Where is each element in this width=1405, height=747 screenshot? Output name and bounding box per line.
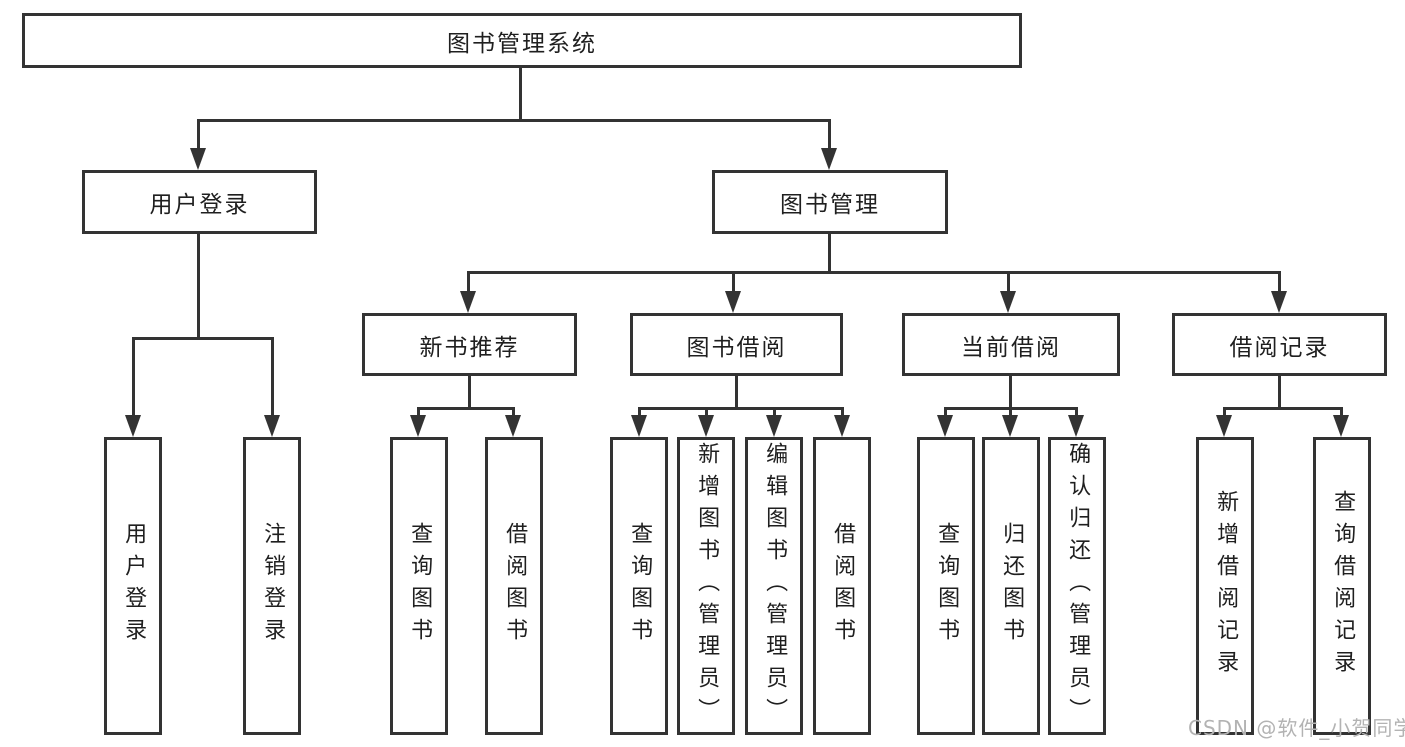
connector-group2-hbar (638, 407, 843, 410)
leaf-query-borrow-record-label: 查询借阅记录 (1330, 490, 1356, 682)
connector-drop-leaf (1075, 407, 1078, 419)
connector-drop-leaf (271, 337, 274, 417)
arrowhead-down (125, 415, 141, 437)
connector-drop-leaf (417, 407, 420, 419)
csdn-watermark: CSDN @软件_小贺同学 (1188, 716, 1405, 740)
arrowhead-down (1000, 291, 1016, 313)
connector-root-trunk (519, 68, 522, 119)
leaf-query-books-1: 查询图书 (390, 437, 448, 735)
connector-drop-leaf (638, 407, 641, 419)
connector-drop-leaf (705, 407, 708, 419)
node-current-borrowing-label: 当前借阅 (961, 334, 1061, 361)
connector-root-hbar (197, 119, 831, 122)
leaf-query-books-2: 查询图书 (610, 437, 668, 735)
connector-drop-leaf (944, 407, 947, 419)
arrowhead-down (937, 415, 953, 437)
node-borrow-records: 借阅记录 (1172, 313, 1387, 376)
connector-group4-trunk (1278, 376, 1281, 407)
connector-group1-trunk (468, 376, 471, 407)
connector-drop-leaf (773, 407, 776, 419)
connector-group1-hbar (417, 407, 515, 410)
connector-drop-group (1007, 271, 1010, 293)
arrowhead-down (190, 148, 206, 170)
leaf-return-books: 归还图书 (982, 437, 1040, 735)
connector-drop-leaf (1223, 407, 1226, 419)
leaf-edit-books-admin-label: 编辑图书（管理员） (762, 442, 788, 730)
connector-drop-group (467, 271, 470, 293)
leaf-add-books-admin: 新增图书（管理员） (677, 437, 735, 735)
arrowhead-down (1068, 415, 1084, 437)
arrowhead-down (698, 415, 714, 437)
connector-drop-leaf (132, 337, 135, 417)
leaf-query-books-3-label: 查询图书 (934, 522, 960, 650)
leaf-add-books-admin-label: 新增图书（管理员） (694, 442, 720, 730)
arrowhead-down (834, 415, 850, 437)
leaf-borrow-books-1-label: 借阅图书 (502, 522, 528, 650)
leaf-query-books-2-label: 查询图书 (627, 522, 653, 650)
connector-books-trunk (828, 234, 831, 271)
arrowhead-down (410, 415, 426, 437)
arrowhead-down (1271, 291, 1287, 313)
arrowhead-down (1333, 415, 1349, 437)
connector-drop-leaf (1340, 407, 1343, 419)
connector-drop-leaf (841, 407, 844, 419)
leaf-logout-label: 注销登录 (260, 522, 286, 650)
leaf-add-borrow-record: 新增借阅记录 (1196, 437, 1254, 735)
connector-group4-hbar (1223, 407, 1343, 410)
arrowhead-down (766, 415, 782, 437)
node-new-book-recommend-label: 新书推荐 (419, 334, 520, 361)
node-book-borrowing-label: 图书借阅 (686, 334, 787, 361)
arrowhead-down (1002, 415, 1018, 437)
node-book-management-branch: 图书管理 (712, 170, 948, 234)
leaf-borrow-books-2-label: 借阅图书 (830, 522, 856, 650)
arrowhead-down (264, 415, 280, 437)
arrowhead-down (821, 148, 837, 170)
node-user-login-branch: 用户登录 (82, 170, 317, 234)
node-book-management-label: 图书管理 (780, 192, 880, 218)
leaf-confirm-return-admin-label: 确认归还（管理员） (1065, 442, 1091, 730)
leaf-return-books-label: 归还图书 (999, 522, 1025, 650)
node-current-borrowing: 当前借阅 (902, 313, 1120, 376)
connector-drop-user (197, 119, 200, 151)
leaf-query-books-1-label: 查询图书 (407, 522, 433, 650)
connector-user-hbar (132, 337, 273, 340)
arrowhead-down (460, 291, 476, 313)
arrowhead-down (505, 415, 521, 437)
node-borrow-records-label: 借阅记录 (1229, 334, 1330, 361)
leaf-edit-books-admin: 编辑图书（管理员） (745, 437, 803, 735)
node-new-book-recommend: 新书推荐 (362, 313, 577, 376)
node-root-label: 图书管理系统 (447, 30, 597, 57)
arrowhead-down (725, 291, 741, 313)
connector-drop-group (732, 271, 735, 293)
leaf-query-books-3: 查询图书 (917, 437, 975, 735)
leaf-borrow-books-1: 借阅图书 (485, 437, 543, 735)
node-user-login-label: 用户登录 (149, 192, 250, 218)
connector-drop-leaf (512, 407, 515, 419)
leaf-add-borrow-record-label: 新增借阅记录 (1213, 490, 1239, 682)
leaf-query-borrow-record: 查询借阅记录 (1313, 437, 1371, 735)
leaf-user-login: 用户登录 (104, 437, 162, 735)
node-root: 图书管理系统 (22, 13, 1022, 68)
connector-books-hbar (467, 271, 1281, 274)
connector-drop-books (828, 119, 831, 151)
arrowhead-down (631, 415, 647, 437)
leaf-logout: 注销登录 (243, 437, 301, 735)
connector-drop-leaf (1009, 407, 1012, 419)
leaf-borrow-books-2: 借阅图书 (813, 437, 871, 735)
connector-group2-trunk (735, 376, 738, 407)
leaf-confirm-return-admin: 确认归还（管理员） (1048, 437, 1106, 735)
arrowhead-down (1216, 415, 1232, 437)
connector-user-trunk (197, 234, 200, 337)
connector-group3-trunk (1009, 376, 1012, 407)
connector-drop-group (1278, 271, 1281, 293)
node-book-borrowing: 图书借阅 (630, 313, 843, 376)
leaf-user-login-label: 用户登录 (121, 522, 147, 650)
